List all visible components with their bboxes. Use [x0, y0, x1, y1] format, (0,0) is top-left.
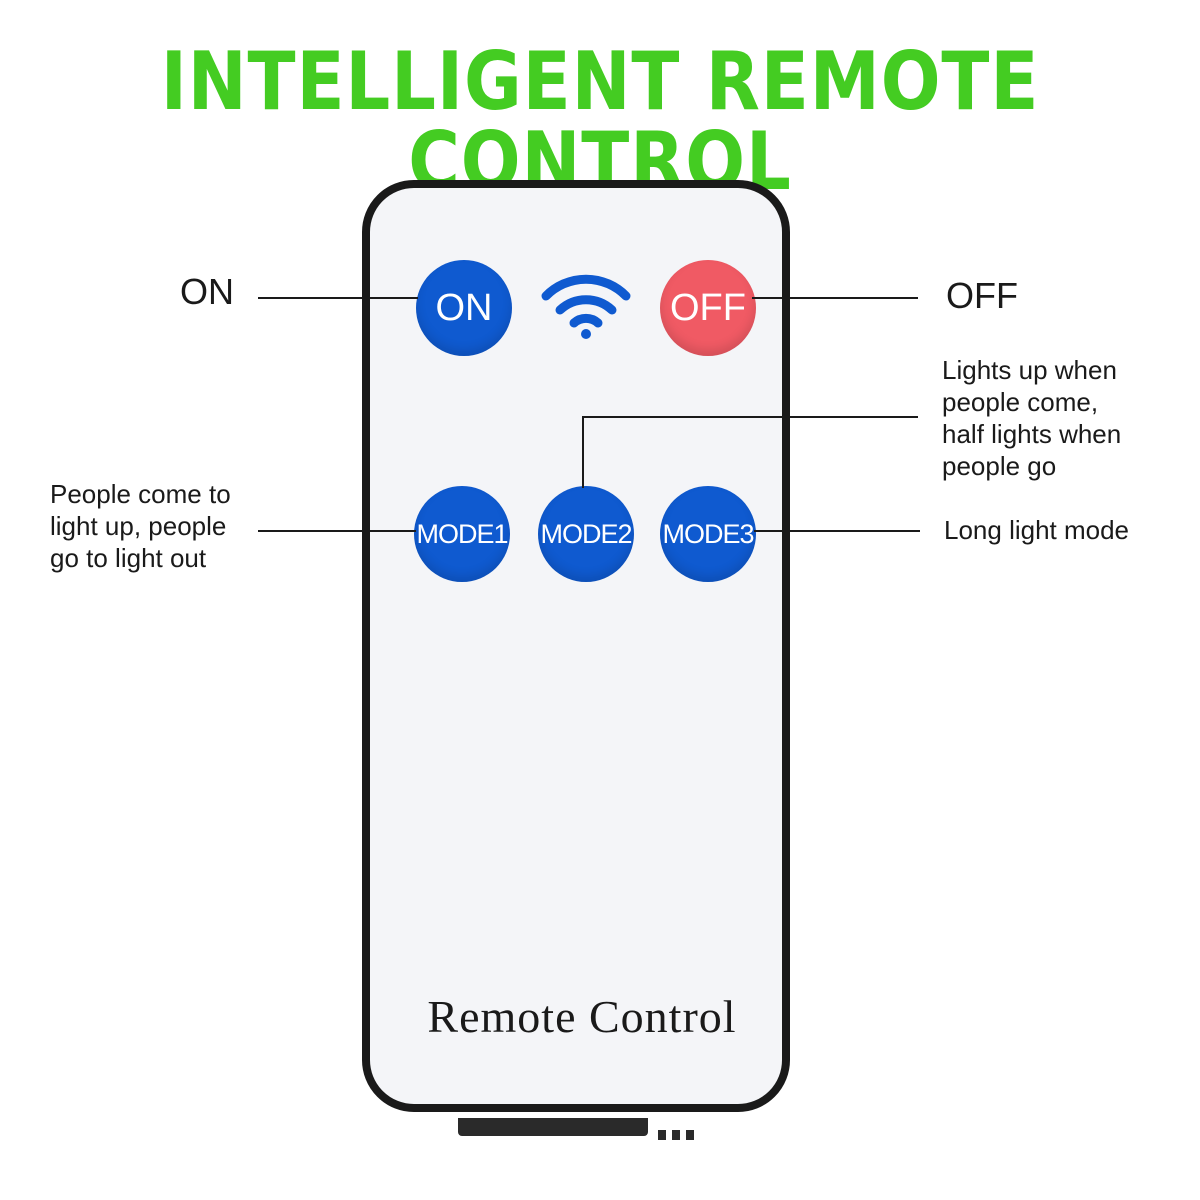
mode1-button[interactable]: MODE1: [414, 486, 510, 582]
mode2-callout-line-1: Lights up when: [942, 355, 1117, 385]
mode3-callout-label: Long light mode: [944, 515, 1130, 545]
mode2-callout-line-3: half lights when: [942, 419, 1122, 449]
mode2-callout-line-horizontal: [582, 416, 918, 418]
remote-notch: [672, 1130, 680, 1140]
mode1-callout-label: People come to light up, people go to li…: [50, 478, 231, 574]
mode2-callout-line-4: people go: [942, 451, 1057, 481]
remote-bottom-edge: [458, 1118, 648, 1136]
remote-printed-label: Remote Control: [427, 991, 737, 1042]
mode2-callout-label: Lights up when people come, half lights …: [942, 354, 1121, 482]
wifi-icon: [541, 274, 631, 339]
off-callout-line: [752, 297, 918, 299]
on-button[interactable]: ON: [416, 260, 512, 356]
off-button[interactable]: OFF: [660, 260, 756, 356]
mode1-callout-line-2: light up, people: [50, 511, 227, 541]
on-callout-line: [258, 297, 418, 299]
remote-notch: [658, 1130, 666, 1140]
mode1-callout-line: [258, 530, 416, 532]
off-callout-label: OFF: [946, 275, 1018, 316]
mode1-callout-line-3: go to light out: [50, 543, 207, 573]
mode2-button[interactable]: MODE2: [538, 486, 634, 582]
mode2-callout-line-vertical: [582, 416, 584, 488]
remote-notch: [686, 1130, 694, 1140]
page-title: INTELLIGENT REMOTE CONTROL: [160, 35, 1040, 208]
on-callout-label: ON: [180, 271, 234, 312]
mode3-button[interactable]: MODE3: [660, 486, 756, 582]
mode3-callout-line: [754, 530, 920, 532]
mode2-callout-line-2: people come,: [942, 387, 1099, 417]
mode1-callout-line-1: People come to: [50, 479, 231, 509]
